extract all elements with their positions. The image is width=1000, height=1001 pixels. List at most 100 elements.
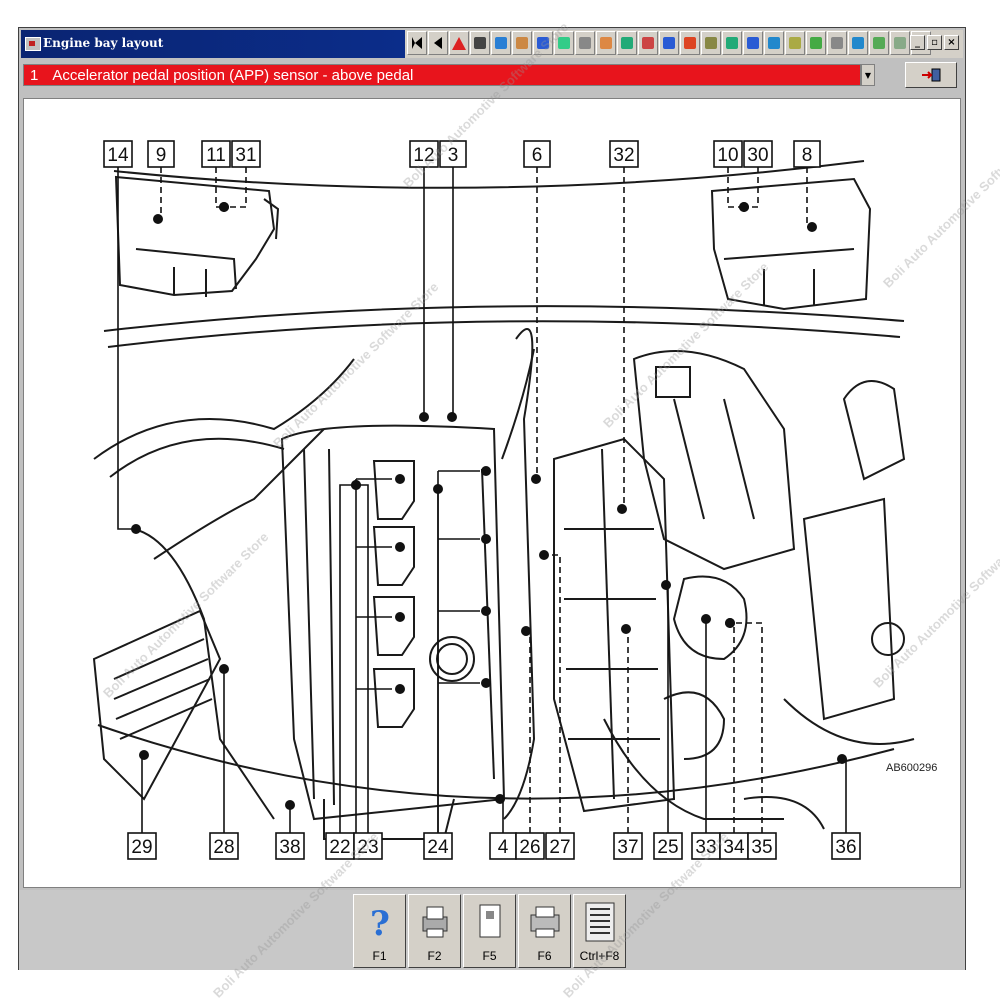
- title-bar-caption: Engine bay layout: [21, 30, 405, 58]
- fkey-ctrl-f8[interactable]: Ctrl+F8: [573, 894, 626, 968]
- tool-8-icon: [642, 37, 654, 49]
- tool-18-icon: [852, 37, 864, 49]
- leader-line: [626, 628, 629, 833]
- toolbar-button-21[interactable]: [827, 31, 847, 55]
- toolbar-button-4[interactable]: [470, 31, 490, 55]
- toolbar-button-7[interactable]: [533, 31, 553, 55]
- toolbar-button-8[interactable]: [554, 31, 574, 55]
- callout-dot: [395, 542, 405, 552]
- toolbar-button-11[interactable]: [617, 31, 637, 55]
- toolbar-button-24[interactable]: [890, 31, 910, 55]
- fkey-label: F1: [372, 949, 387, 963]
- toolbar-button-2[interactable]: [428, 31, 448, 55]
- exit-button[interactable]: [905, 62, 957, 88]
- callout-4: 4: [489, 832, 517, 860]
- tool-3-icon: [537, 37, 549, 49]
- callout-dot: [395, 684, 405, 694]
- toolbar-button-16[interactable]: [722, 31, 742, 55]
- callout-33-label: 33: [695, 837, 716, 858]
- callout-dot: [617, 504, 627, 514]
- component-number: 1: [30, 67, 39, 84]
- callout-38-label: 38: [279, 837, 300, 858]
- toolbar-button-23[interactable]: [869, 31, 889, 55]
- callout-dot: [521, 626, 531, 636]
- toolbar-button-3[interactable]: [449, 31, 469, 55]
- previous-icon: [434, 37, 442, 49]
- fkey-label: F6: [537, 949, 552, 963]
- fkey-f6[interactable]: F6: [518, 894, 571, 968]
- minimize-button[interactable]: _: [910, 35, 925, 50]
- callout-31-label: 31: [235, 145, 256, 166]
- tool-19-icon: [873, 37, 885, 49]
- toolbar-button-6[interactable]: [512, 31, 532, 55]
- callout-35: 35: [747, 832, 777, 860]
- callout-22: 22: [325, 832, 355, 860]
- fkey-f1[interactable]: ?F1: [353, 894, 406, 968]
- callout-dot: [433, 484, 443, 494]
- tool-4-icon: [558, 37, 570, 49]
- callout-37-label: 37: [617, 837, 638, 858]
- callout-26-label: 26: [519, 837, 540, 858]
- toolbar-button-13[interactable]: [659, 31, 679, 55]
- toolbar-button-17[interactable]: [743, 31, 763, 55]
- callout-dot: [131, 524, 141, 534]
- toolbar-button-1[interactable]: [407, 31, 427, 55]
- toolbar-button-15[interactable]: [701, 31, 721, 55]
- exit-door-icon: [922, 68, 941, 82]
- toolbar-button-9[interactable]: [575, 31, 595, 55]
- toolbar-button-20[interactable]: [806, 31, 826, 55]
- leader-line: [536, 167, 538, 480]
- callout-28: 28: [209, 832, 239, 860]
- toolbar-button-19[interactable]: [785, 31, 805, 55]
- callout-23-label: 23: [357, 837, 378, 858]
- close-button[interactable]: ×: [944, 35, 959, 50]
- callout-8: 8: [793, 140, 821, 168]
- maximize-button[interactable]: ▫: [927, 35, 942, 50]
- callout-dot: [739, 202, 749, 212]
- callout-dot: [447, 412, 457, 422]
- toolbar-button-14[interactable]: [680, 31, 700, 55]
- window-title: Engine bay layout: [43, 36, 164, 50]
- callout-dot: [621, 624, 631, 634]
- callout-dot: [153, 214, 163, 224]
- callout-28-box: [209, 832, 239, 860]
- callout-27-label: 27: [549, 837, 570, 858]
- callout-35-label: 35: [751, 837, 772, 858]
- callout-32-label: 32: [613, 145, 634, 166]
- title-bar: Engine bay layout _ ▫ ×: [21, 30, 963, 58]
- fkey-f2[interactable]: F2: [408, 894, 461, 968]
- callout-33: 33: [691, 832, 721, 860]
- toolbar-button-22[interactable]: [848, 31, 868, 55]
- fkey-f5[interactable]: F5: [463, 894, 516, 968]
- toolbar-button-10[interactable]: [596, 31, 616, 55]
- callout-11: 11: [201, 140, 231, 168]
- tool-14-icon: [768, 37, 780, 49]
- callout-3-box: [439, 140, 467, 168]
- callout-dot: [219, 664, 229, 674]
- callout-dot: [139, 750, 149, 760]
- tool-1-icon: [495, 37, 507, 49]
- callout-24-label: 24: [427, 837, 449, 858]
- callout-11-label: 11: [206, 145, 226, 166]
- leader-line: [544, 554, 561, 833]
- callout-27: 27: [545, 832, 575, 860]
- component-dropdown-button[interactable]: ▼: [861, 64, 875, 86]
- warning-icon: [452, 36, 466, 50]
- tool-10-icon: [684, 37, 696, 49]
- toolbar-button-5[interactable]: [491, 31, 511, 55]
- callout-dot: [351, 480, 361, 490]
- callout-24: 24: [423, 832, 453, 860]
- toolbar-button-12[interactable]: [638, 31, 658, 55]
- tool-6-icon: [600, 37, 612, 49]
- callout-3-label: 3: [448, 145, 459, 166]
- tool-13-icon: [747, 37, 759, 49]
- callout-30-box: [743, 140, 773, 168]
- toolbar-button-18[interactable]: [764, 31, 784, 55]
- first-page-icon: [412, 37, 422, 49]
- callout-dot: [285, 800, 295, 810]
- callout-10-label: 10: [717, 145, 738, 166]
- tool-20-icon: [894, 37, 906, 49]
